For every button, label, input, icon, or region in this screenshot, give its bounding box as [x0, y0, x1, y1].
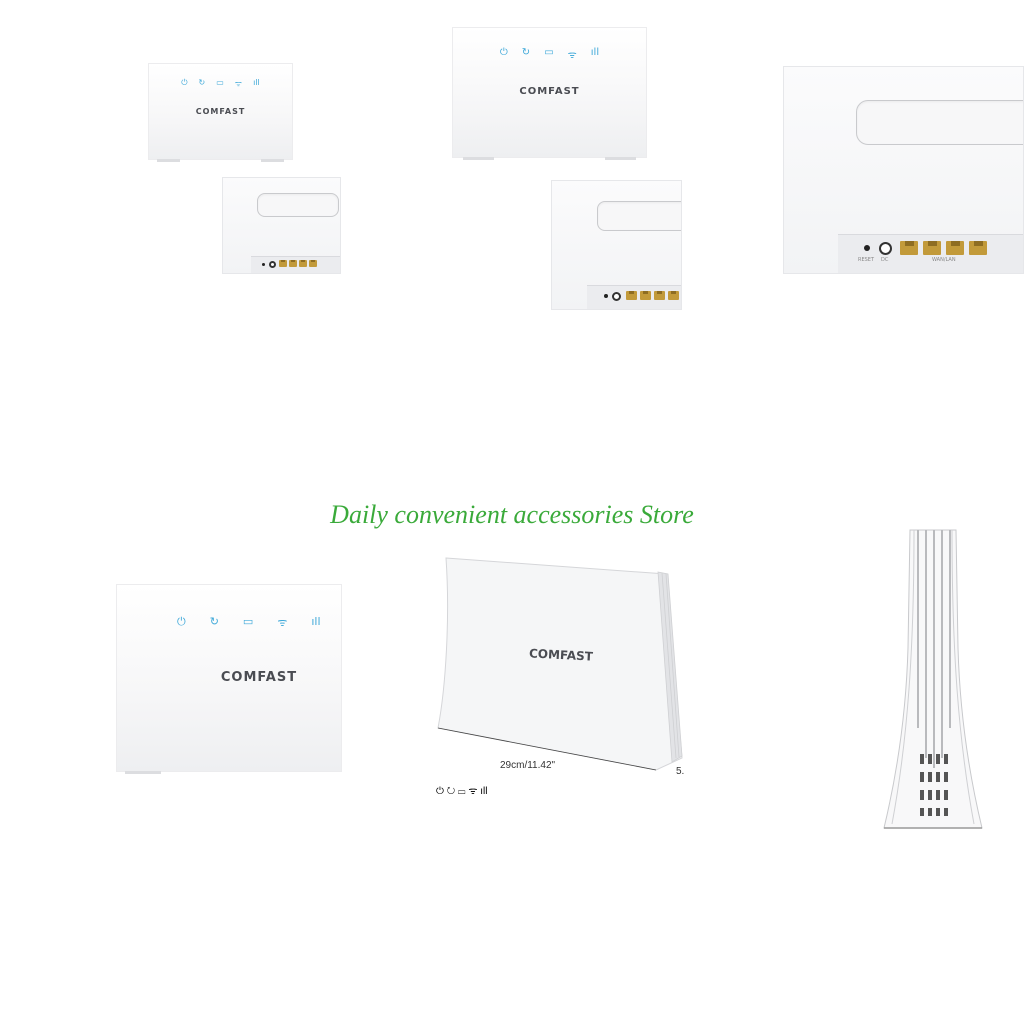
- router-side-shape: [883, 529, 983, 829]
- router-back-image: RESET DC WAN/LAN: [783, 66, 1024, 274]
- ethernet-port: [299, 260, 307, 267]
- dc-port: [879, 242, 892, 255]
- ethernet-port: [668, 291, 679, 300]
- reset-label: RESET: [858, 257, 875, 263]
- ethernet-port: [309, 260, 317, 267]
- ethernet-port: [946, 241, 964, 255]
- dc-port: [612, 292, 621, 301]
- ethernet-port: [969, 241, 987, 255]
- sync-icon: ↻: [209, 615, 219, 628]
- brand-logo: COMFAST: [220, 670, 298, 685]
- wifi-icon: ᯤ: [277, 616, 288, 629]
- dc-label: DC: [881, 257, 889, 263]
- ethernet-port: [279, 260, 287, 267]
- sync-icon: ↻: [198, 78, 206, 87]
- router-front-image: ⏻ ↻ ▭ ᯤ ıll COMFAST: [148, 63, 293, 162]
- signal-icon: ıll: [480, 786, 488, 797]
- signal-icon: ıll: [311, 615, 321, 628]
- lan-icon: ▭: [544, 47, 554, 58]
- ethernet-port: [626, 291, 637, 300]
- antenna-handle: [257, 193, 339, 217]
- led-indicators: ⏻ ↻ ▭ ᯤ ıll: [436, 783, 686, 797]
- lan-icon: ▭: [242, 615, 254, 628]
- router-back-image: [222, 177, 341, 274]
- ethernet-port: [900, 241, 918, 255]
- ethernet-port: [640, 291, 651, 300]
- router-front-image: ⏻ ↻ ▭ ᯤ ıll COMFAST: [452, 27, 647, 160]
- reset-button: [262, 263, 265, 266]
- lan-label: WAN/LAN: [932, 257, 956, 263]
- power-icon: ⏻: [181, 78, 188, 87]
- router-back-image: [551, 180, 682, 310]
- dc-port: [269, 261, 276, 268]
- reset-button: [604, 294, 608, 298]
- signal-icon: ıll: [590, 47, 600, 58]
- wifi-icon: ᯤ: [234, 79, 243, 88]
- led-indicators: ⏻ ↻ ▭ ᯤ ıll: [453, 47, 646, 61]
- router-angled-image: ⏻ ↻ ▭ ᯤ ıll COMFAST: [436, 556, 686, 797]
- ethernet-port: [654, 291, 665, 300]
- wifi-icon: ᯤ: [567, 50, 577, 61]
- signal-icon: ıll: [253, 78, 260, 87]
- router-side-image: [878, 528, 988, 832]
- store-name-watermark: Daily convenient accessories Store: [330, 500, 694, 529]
- lan-icon: ▭: [216, 78, 224, 87]
- ethernet-port: [923, 241, 941, 255]
- wifi-icon: ᯤ: [468, 786, 478, 797]
- dimension-label: 29cm/11.42": [500, 760, 556, 771]
- led-indicators: ⏻ ↻ ▭ ᯤ ıll: [149, 78, 292, 89]
- ethernet-port: [289, 260, 297, 267]
- reset-button: [864, 245, 870, 251]
- antenna-handle: [597, 201, 681, 231]
- brand-logo: COMFAST: [195, 107, 246, 116]
- led-indicators: ⏻ ↻ ▭ ᯤ ıll: [177, 615, 341, 630]
- power-icon: ⏻: [177, 615, 186, 628]
- router-angled-shape: [437, 557, 683, 771]
- brand-logo: COMFAST: [519, 86, 580, 97]
- power-icon: ⏻: [499, 47, 508, 58]
- dimension-label-cut: 5.: [676, 766, 685, 777]
- sync-icon: ↻: [521, 47, 531, 58]
- router-front-image: ⏻ ↻ ▭ ᯤ ıll COMFAST: [116, 584, 342, 774]
- antenna-handle: [856, 100, 1023, 145]
- power-icon: ⏻: [436, 786, 444, 797]
- sync-icon: ↻: [446, 786, 456, 797]
- lan-icon: ▭: [457, 786, 466, 797]
